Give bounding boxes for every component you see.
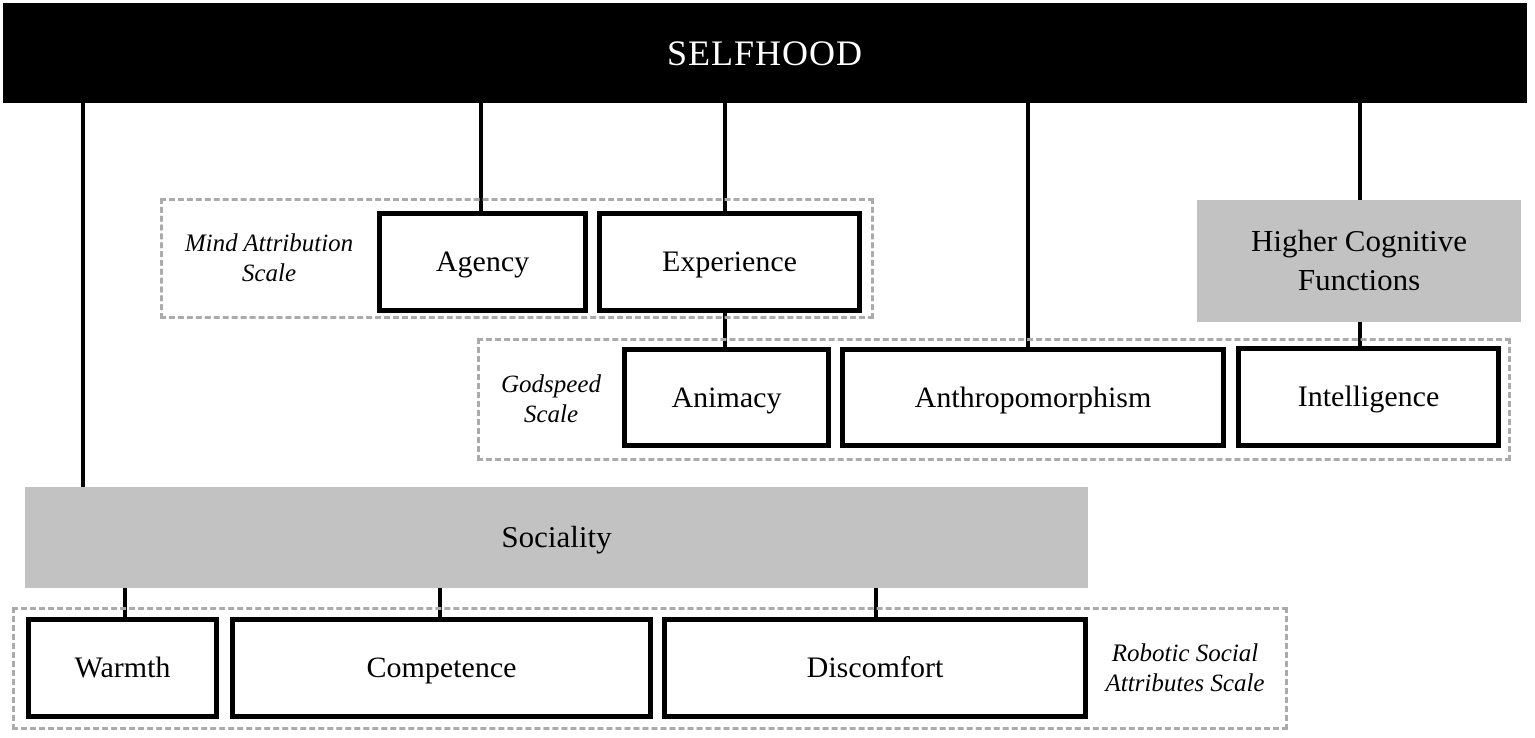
anthropomorphism-label: Anthropomorphism <box>914 380 1152 414</box>
edge-sociality-discomfort <box>874 586 878 620</box>
edge-experience-animacy <box>723 310 727 350</box>
selfhood-title: SELFHOOD <box>666 33 863 73</box>
discomfort-label: Discomfort <box>806 651 944 684</box>
competence-node: Competence <box>230 617 653 719</box>
edge-selfhood-hcf <box>1358 100 1362 202</box>
sociality-node: Sociality <box>25 487 1088 588</box>
intelligence-label: Intelligence <box>1297 380 1440 413</box>
agency-node: Agency <box>377 211 588 313</box>
mind-attribution-scale-label: Mind Attribution Scale <box>184 229 354 287</box>
competence-label: Competence <box>366 651 517 684</box>
mind-attribution-scale-group <box>160 198 874 319</box>
sociality-label: Sociality <box>501 519 612 555</box>
robotic-social-attributes-scale-group <box>12 607 1288 730</box>
animacy-label: Animacy <box>671 380 782 414</box>
discomfort-node: Discomfort <box>662 617 1088 719</box>
warmth-label: Warmth <box>74 651 171 684</box>
edge-selfhood-sociality <box>81 100 85 488</box>
higher-cognitive-functions-node: Higher Cognitive Functions <box>1197 200 1521 322</box>
edge-sociality-competence <box>438 586 442 620</box>
animacy-node: Animacy <box>622 347 831 448</box>
intelligence-node: Intelligence <box>1236 346 1501 448</box>
edge-selfhood-agency <box>479 100 483 213</box>
godspeed-scale-label: Godspeed Scale <box>501 370 601 428</box>
experience-node: Experience <box>597 211 862 313</box>
godspeed-scale-group <box>477 338 1511 461</box>
higher-cognitive-functions-label: Higher Cognitive Functions <box>1250 223 1468 297</box>
edge-selfhood-experience <box>723 100 727 213</box>
experience-label: Experience <box>662 245 797 278</box>
anthropomorphism-node: Anthropomorphism <box>840 347 1226 448</box>
agency-label: Agency <box>435 245 530 278</box>
warmth-node: Warmth <box>26 617 219 719</box>
edge-sociality-warmth <box>123 586 127 620</box>
edge-hcf-intelligence <box>1358 320 1362 349</box>
selfhood-root-bar: SELFHOOD <box>3 3 1527 103</box>
edge-selfhood-anthropomorphism <box>1026 100 1030 349</box>
robotic-social-attributes-scale-label: Robotic Social Attributes Scale <box>1105 639 1265 697</box>
